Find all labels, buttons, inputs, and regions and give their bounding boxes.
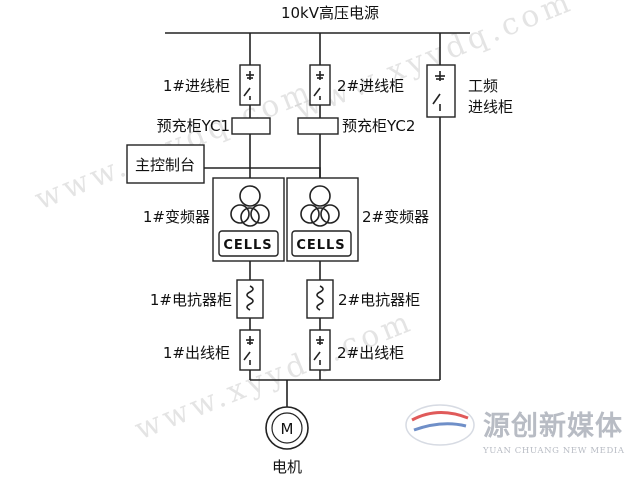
outgoing1-label: 1#出线柜	[163, 344, 230, 362]
incoming2-label: 2#进线柜	[337, 77, 404, 95]
logo-ring-icon	[405, 404, 475, 446]
vfd-1-cells	[218, 230, 279, 257]
reactor-cabinet-1	[236, 279, 264, 319]
reactor-cabinet-2	[306, 279, 334, 319]
vfd1-cells-label: CELLS	[223, 238, 272, 253]
branch-2: 2#进线柜 预充柜YC2 CELLS 2#变频器 2#电抗器柜 2#出线柜	[286, 33, 429, 380]
branch-1: 1#进线柜 预充柜YC1 CELLS 1#变频器 1#电抗器柜 1#出线柜	[143, 33, 285, 380]
motor-letter: M	[281, 420, 294, 438]
precharge1-label: 预充柜YC1	[157, 117, 230, 135]
logo-cn-text: 源创新媒体	[483, 410, 623, 442]
bypass-label-2: 进线柜	[468, 98, 513, 116]
incoming1-label: 1#进线柜	[163, 77, 230, 95]
precharge-cabinet-2	[297, 117, 339, 135]
outgoing2-label: 2#出线柜	[337, 344, 404, 362]
logo-blue-swoosh-icon	[413, 422, 467, 432]
master-console	[126, 144, 205, 184]
vfd2-cells-label: CELLS	[296, 238, 345, 253]
bypass-cabinet	[426, 64, 456, 118]
diagram-title: 10kV高压电源	[281, 4, 379, 22]
precharge2-label: 预充柜YC2	[342, 117, 415, 135]
vfd2-label: 2#变频器	[362, 208, 429, 226]
vfd-2-cells	[291, 230, 352, 257]
master-console-label: 主控制台	[135, 156, 195, 174]
bypass-label-1: 工频	[468, 77, 498, 95]
bypass-branch: 工频 进线柜	[426, 33, 513, 380]
tie-link	[250, 167, 321, 178]
precharge-cabinet-1	[231, 117, 271, 135]
reactor1-label: 1#电抗器柜	[150, 291, 232, 309]
motor-label: 电机	[272, 458, 302, 476]
reactor2-label: 2#电抗器柜	[338, 291, 420, 309]
brand-logo: 源创新媒体 YUAN CHUANG NEW MEDIA	[405, 404, 625, 456]
vfd1-label: 1#变频器	[143, 208, 210, 226]
logo-red-swoosh-icon	[411, 411, 469, 422]
logo-en-text: YUAN CHUANG NEW MEDIA	[482, 446, 625, 456]
